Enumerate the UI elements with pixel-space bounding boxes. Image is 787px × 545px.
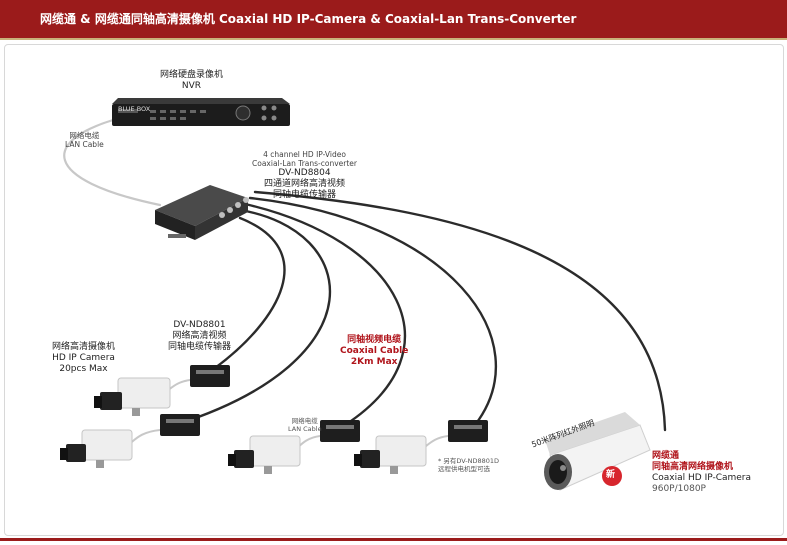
ipcam-label-en: HD IP Camera [52, 353, 115, 363]
coax-cable-cn: 同轴视频电缆 [347, 335, 402, 345]
ipcam-label-max: 20pcs Max [59, 364, 108, 374]
lan-cable-top-label: 网络电缆 LAN Cable [65, 131, 104, 149]
converter4-desc-2: Coaxial-Lan Trans-converter [252, 159, 358, 168]
converter1-label: DV-ND8801 网络高清视频 同轴电缆传输器 [168, 320, 231, 353]
lan-cable-mid-label: 网络电缆 LAN Cable [288, 417, 322, 433]
converter-1ch-device-a [190, 365, 230, 387]
converter4-cn-2: 同轴电缆传输器 [273, 190, 337, 200]
lan-cable-nvr-to-converter [63, 116, 162, 207]
coax-cable-5 [253, 190, 667, 432]
box-camera-3 [228, 435, 301, 474]
coax-cable-1 [213, 216, 286, 370]
converter-1ch-device-d [448, 420, 488, 442]
lan-cable-cam2 [127, 429, 161, 446]
nvr-label-en: NVR [181, 81, 202, 91]
coax-cable-4 [248, 196, 498, 427]
note-line-2: 远程供电机型可选 [438, 465, 490, 473]
page-title: 网缆通 & 网缆通同轴高清摄像机 Coaxial HD IP-Camera & … [40, 12, 577, 26]
converter1-cn-2: 同轴电缆传输器 [168, 342, 232, 352]
coax-cable-label: 同轴视频电缆 Coaxial Cable 2Km Max [340, 335, 408, 368]
nvr-device [112, 98, 290, 126]
converter-1ch-device-c [320, 420, 360, 442]
note-label: * 另有DV-ND8801D 远程供电机型可选 [438, 457, 499, 473]
lan-cable-top-en: LAN Cable [65, 140, 104, 149]
box-camera-2 [60, 429, 133, 468]
coax-cable-max: 2Km Max [350, 357, 398, 367]
ipcam-label: 网络高清摄像机 HD IP Camera 20pcs Max [52, 342, 115, 375]
nvr-label-cn: 网络硬盘录像机 [160, 70, 224, 80]
bullet-cam-cn-2: 同轴高清网络摄像机 [652, 462, 734, 472]
coax-cable-2 [173, 208, 332, 427]
converter4-desc-1: 4 channel HD IP-Video [263, 150, 346, 159]
nvr-label: 网络硬盘录像机 NVR [160, 70, 223, 92]
lan-cable-top-cn: 网络电缆 [69, 131, 100, 140]
header-bar: 网缆通 & 网缆通同轴高清摄像机 Coaxial HD IP-Camera & … [0, 0, 787, 40]
lan-cable-mid-en: LAN Cable [288, 425, 322, 433]
converter4-label: 4 channel HD IP-Video Coaxial-Lan Trans-… [252, 150, 357, 201]
converter1-model: DV-ND8801 [173, 320, 226, 330]
converter4-model: DV-ND8804 [278, 168, 331, 178]
bullet-cam-res: 960P/1080P [652, 484, 706, 494]
coax-cable-3 [243, 202, 406, 427]
note-line-1: * 另有DV-ND8801D [438, 457, 500, 465]
lan-cable-mid-cn: 网络电缆 [291, 417, 318, 425]
footer-rule [0, 538, 787, 541]
nvr-brand: BLUE BOX [118, 105, 151, 113]
box-camera-4 [354, 435, 427, 474]
new-badge: 新 [606, 470, 616, 480]
bullet-cam-en: Coaxial HD IP-Camera [652, 473, 752, 483]
ipcam-label-cn: 网络高清摄像机 [52, 342, 116, 352]
bullet-cam-label: 网缆通 同轴高清网络摄像机 Coaxial HD IP-Camera 960P/… [652, 451, 751, 495]
converter-1ch-device-b [160, 414, 200, 436]
box-camera-1 [94, 377, 171, 416]
converter-4ch-device [155, 185, 249, 240]
bullet-camera [544, 412, 651, 491]
converter1-cn-1: 网络高清视频 [172, 331, 227, 341]
coax-cable-en: Coaxial Cable [340, 346, 409, 356]
bullet-cam-cn-1: 网缆通 [652, 451, 680, 461]
converter4-cn-1: 四通道网络高清视频 [264, 179, 346, 189]
